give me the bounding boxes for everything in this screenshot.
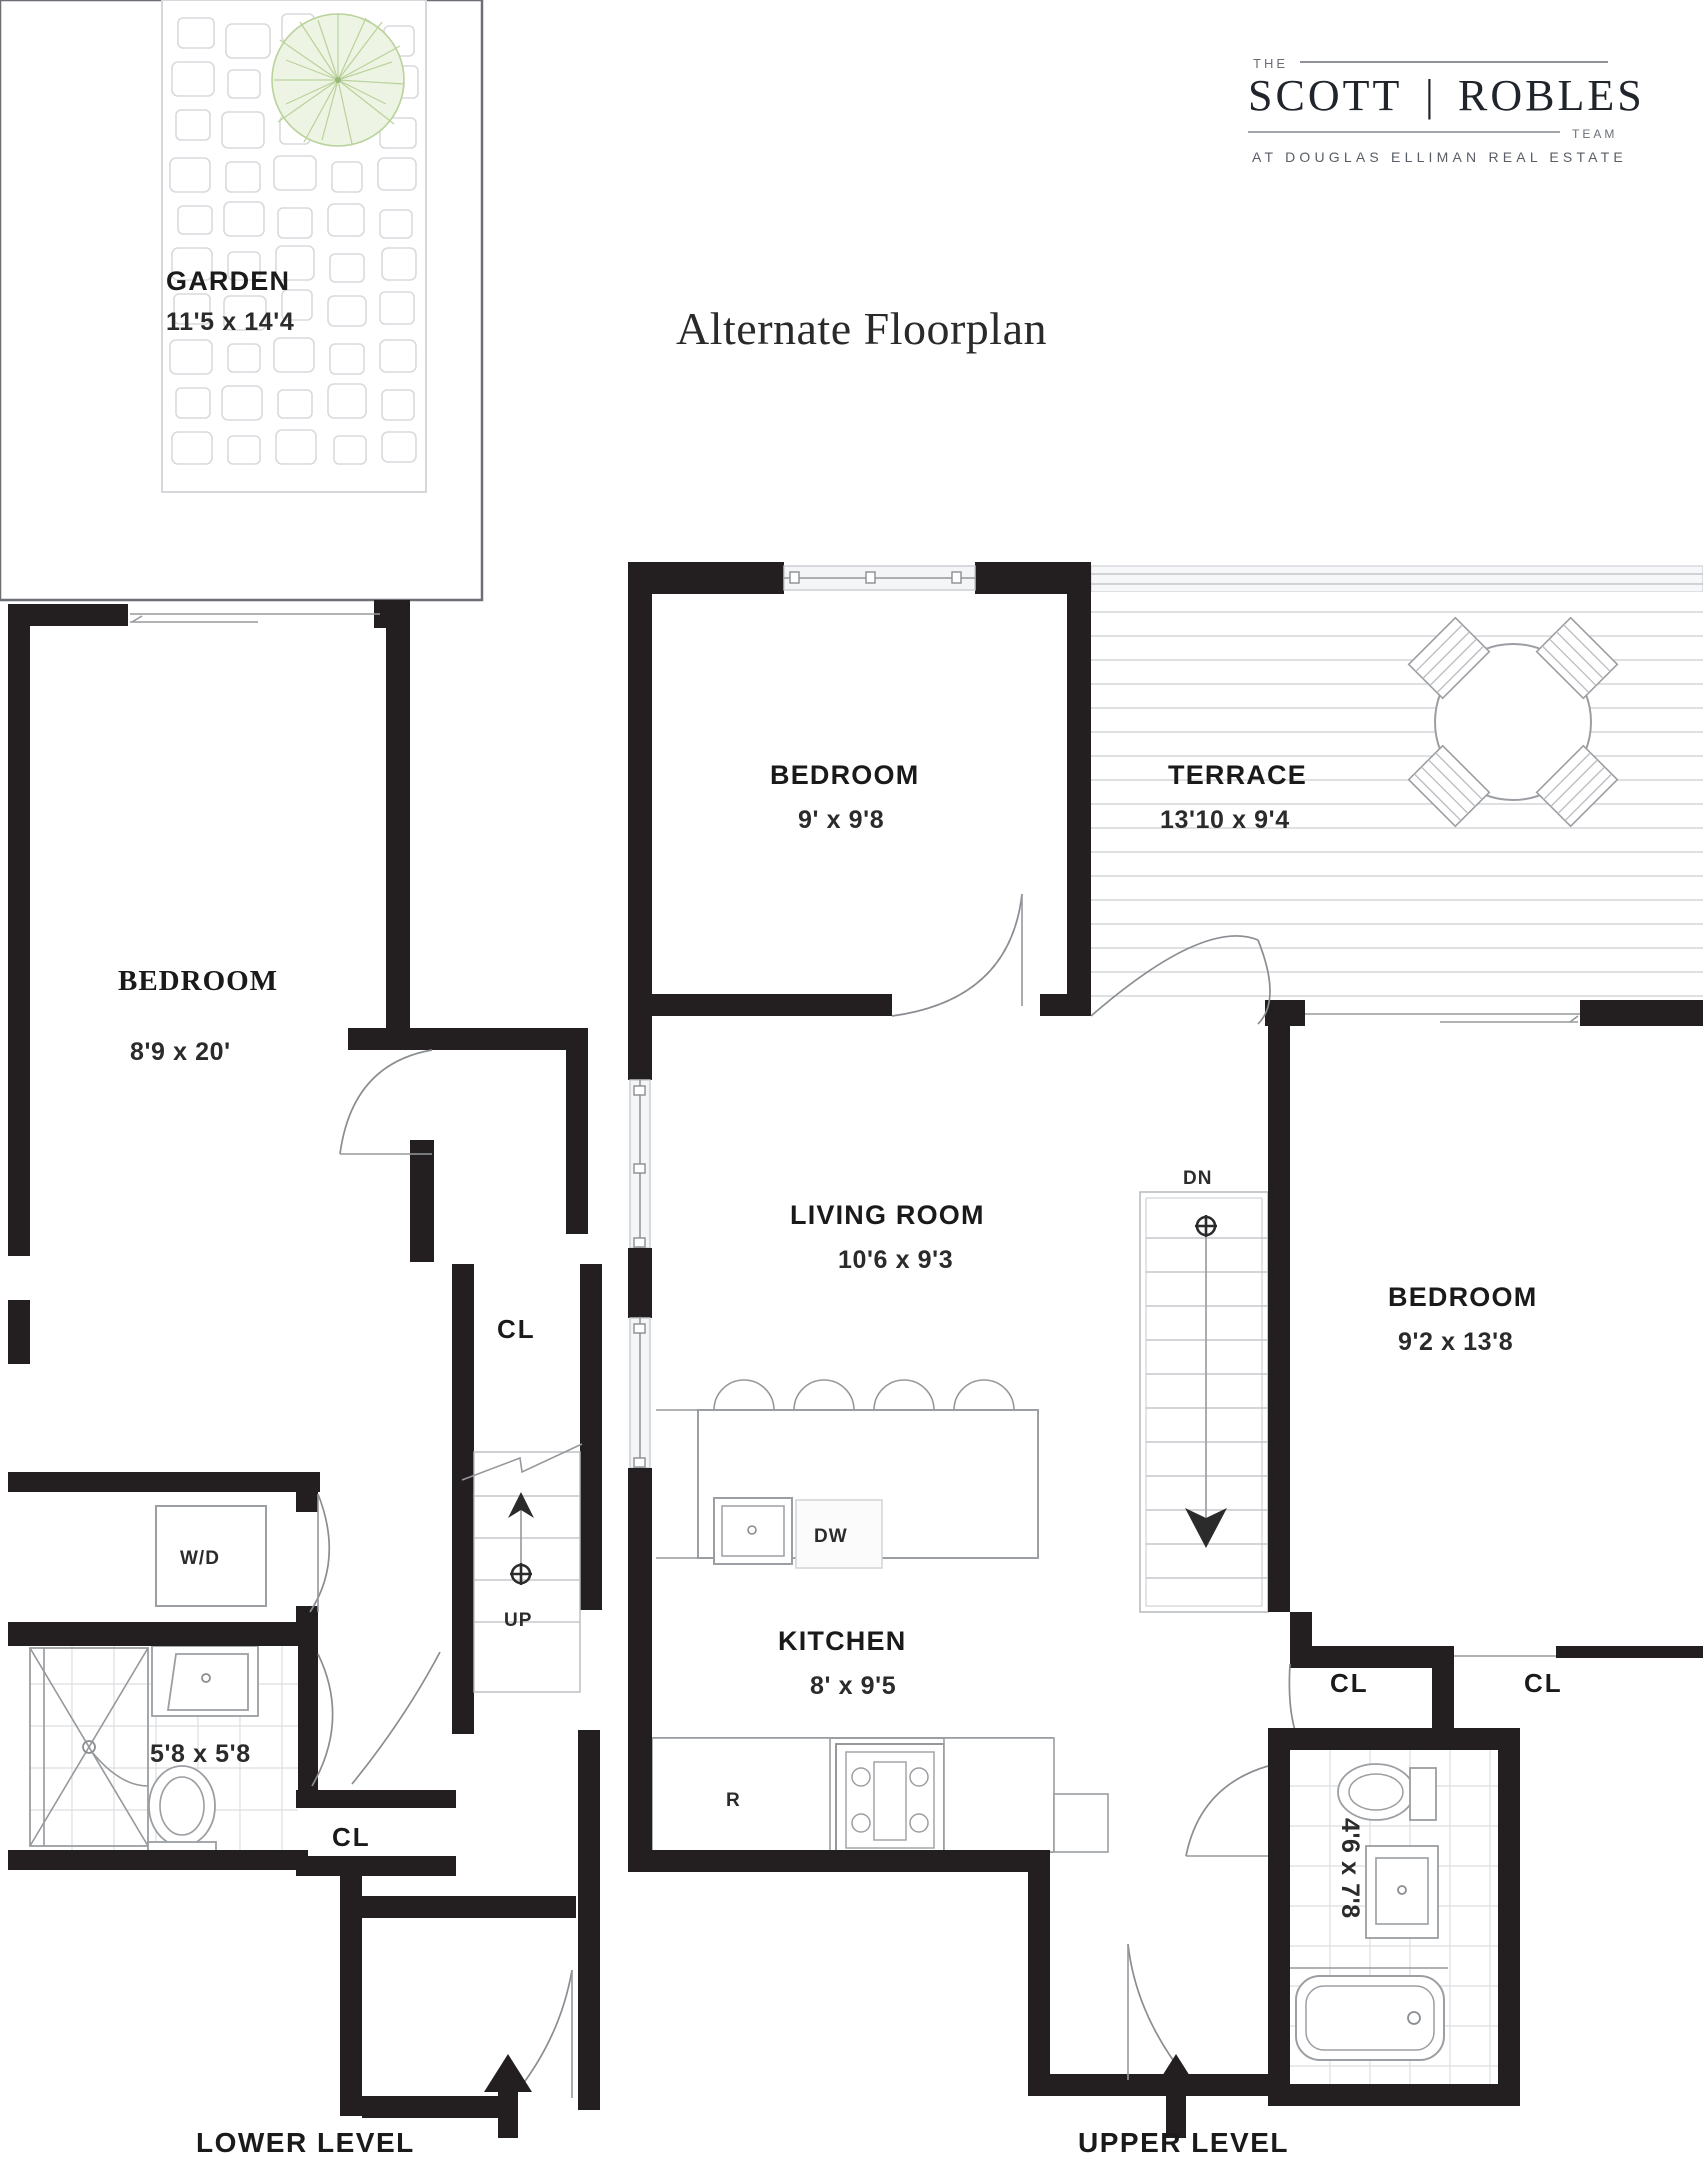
door-swing-terrace	[1090, 935, 1259, 1017]
door-swing-closet	[351, 1651, 441, 1785]
logo-team-text: TEAM	[1572, 127, 1617, 141]
living-room-dimension: 10'6 x 9'3	[838, 1246, 953, 1274]
washer-dryer-unit: W/D	[155, 1505, 267, 1607]
upper-front-bedroom-label: BEDROOM	[770, 760, 919, 790]
door-swing-laundry	[309, 1493, 331, 1613]
entry-arrow-lower	[484, 2054, 532, 2138]
terrace-railing	[1090, 565, 1703, 593]
lower-closet-lower-label: CL	[332, 1822, 371, 1852]
door-swing-front-bedroom	[891, 893, 1023, 1017]
patio-chair	[1535, 616, 1619, 700]
patio-chair	[1407, 616, 1491, 700]
refrigerator-label: R	[726, 1790, 741, 1811]
terrace-area: TERRACE 13'10 x 9'4	[1091, 592, 1703, 1022]
brand-logo: THE SCOTT | ROBLES TEAM AT DOUGLAS ELLIM…	[1248, 56, 1645, 165]
sink-icon	[151, 1645, 259, 1717]
garden-dimension: 11'5 x 14'4	[166, 308, 294, 336]
door-swing-bath	[311, 1653, 334, 1787]
terrace-label: TERRACE	[1168, 760, 1307, 790]
logo-divider-text: |	[1425, 71, 1437, 120]
stairs-up-label: UP	[504, 1610, 532, 1631]
dishwasher-icon	[795, 1499, 883, 1569]
bathtub-icon	[1290, 1967, 1448, 2061]
terrace-dimension: 13'10 x 9'4	[1160, 806, 1290, 834]
lower-closet-upper-label: CL	[497, 1314, 536, 1344]
lower-bedroom-label: BEDROOM	[118, 965, 278, 997]
kitchen-island: DW	[656, 1379, 1039, 1569]
left-window-lower	[629, 1317, 651, 1469]
shower-icon	[29, 1647, 149, 1847]
stairs-up: UP	[461, 1443, 583, 1693]
logo-scott-text: SCOTT	[1248, 71, 1402, 120]
door-swing-bedroom	[339, 1049, 433, 1155]
upper-rear-bedroom-label: BEDROOM	[1388, 1282, 1537, 1312]
upper-rear-bedroom-dimension: 9'2 x 13'8	[1398, 1328, 1513, 1356]
upper-closet-left-label: CL	[1330, 1668, 1369, 1698]
patio-chair	[1407, 744, 1491, 828]
toilet-icon-upper	[1337, 1763, 1437, 1821]
washer-dryer-label: W/D	[180, 1548, 220, 1569]
patio-chair	[1535, 744, 1619, 828]
garden-slider-door	[130, 613, 380, 623]
upper-level-plan: BEDROOM 9' x 9'8 TERRACE 13'10 x 9'4	[628, 562, 1703, 2158]
tree-icon	[271, 13, 405, 147]
page-title: Alternate Floorplan	[676, 303, 1047, 354]
garden-area: GARDEN 11'5 x 14'4	[0, 0, 484, 602]
kitchen-label: KITCHEN	[778, 1626, 906, 1656]
logo-robles-text: ROBLES	[1458, 71, 1645, 120]
upper-front-bedroom-dimension: 9' x 9'8	[798, 806, 884, 834]
range-icon	[835, 1743, 945, 1857]
patio-furniture	[1407, 616, 1619, 828]
living-room-label: LIVING ROOM	[790, 1200, 985, 1230]
lower-level-label: LOWER LEVEL	[196, 2127, 415, 2158]
kitchen-counter: R	[651, 1737, 1109, 1857]
front-window	[783, 565, 976, 591]
lower-bathroom: 5'8 x 5'8	[29, 1642, 298, 1869]
logo-subtitle-text: AT DOUGLAS ELLIMAN REAL ESTATE	[1252, 149, 1627, 165]
terrace-slider-door	[1305, 1013, 1580, 1023]
stairs-down: DN	[1139, 1168, 1269, 1613]
garden-label: GARDEN	[166, 266, 290, 296]
stairs-down-label: DN	[1183, 1168, 1212, 1189]
lower-bath-dimension: 5'8 x 5'8	[150, 1740, 251, 1768]
left-window-upper	[629, 1079, 651, 1249]
refrigerator-icon	[651, 1737, 831, 1853]
upper-level-label: UPPER LEVEL	[1078, 2127, 1289, 2158]
lower-level-plan: BEDROOM 8'9 x 20' CL UP	[8, 600, 602, 2158]
lower-bedroom-dimension: 8'9 x 20'	[130, 1038, 231, 1066]
door-swing-bath-upper	[1185, 1765, 1269, 1857]
upper-bathroom: 4'6 x 7'8	[1290, 1746, 1520, 2102]
upper-closet-right-label: CL	[1524, 1668, 1563, 1698]
upper-bath-dimension: 4'6 x 7'8	[1336, 1818, 1364, 1919]
logo-the-text: THE	[1253, 56, 1288, 71]
paver-pattern	[169, 13, 419, 465]
kitchen-dimension: 8' x 9'5	[810, 1672, 896, 1700]
entry-arrow-upper	[1152, 2054, 1200, 2138]
dishwasher-label: DW	[814, 1526, 848, 1547]
sink-icon-upper	[1365, 1845, 1439, 1939]
